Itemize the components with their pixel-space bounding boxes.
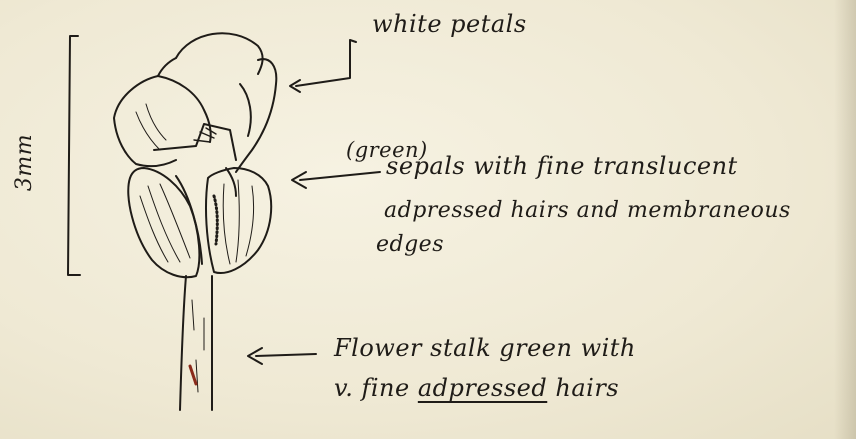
sepals bbox=[128, 168, 271, 277]
adpressed-underlined-word: adpressed bbox=[418, 374, 547, 402]
sepals-arrow bbox=[292, 172, 380, 188]
petals-arrow bbox=[290, 40, 356, 92]
stalk-label-suffix: hairs bbox=[547, 374, 619, 402]
stalk-label-prefix: v. fine bbox=[334, 374, 418, 402]
sepals-label-line-3: edges bbox=[376, 232, 444, 257]
scale-bar-label: 3mm bbox=[12, 134, 37, 191]
stalk-label-line-1: Flower stalk green with bbox=[334, 334, 636, 362]
flower-stalk bbox=[180, 276, 212, 410]
scale-bar bbox=[68, 36, 80, 275]
petals-label: white petals bbox=[372, 10, 527, 38]
petals bbox=[114, 33, 276, 172]
sepals-label-line-2: adpressed hairs and membraneous bbox=[384, 198, 791, 223]
sepals-label-line-1: sepals with fine translucent bbox=[386, 152, 738, 180]
stalk-arrow bbox=[248, 348, 316, 364]
stalk-label-line-2: v. fine adpressed hairs bbox=[334, 374, 619, 402]
